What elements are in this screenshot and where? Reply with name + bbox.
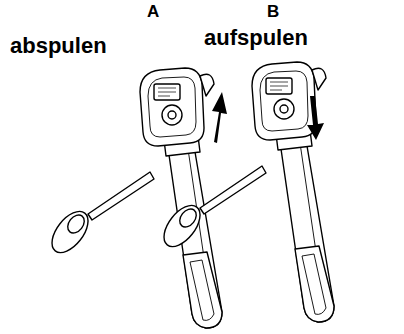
- tool-right: [157, 62, 334, 322]
- panel-letter: B: [267, 3, 279, 22]
- arrow-down: [307, 96, 324, 140]
- arrow-up: [212, 92, 227, 143]
- panel-letter: A: [147, 3, 159, 22]
- action-label: aufspulen: [204, 26, 308, 50]
- tool-left: [45, 68, 222, 328]
- action-label: abspulen: [10, 34, 107, 58]
